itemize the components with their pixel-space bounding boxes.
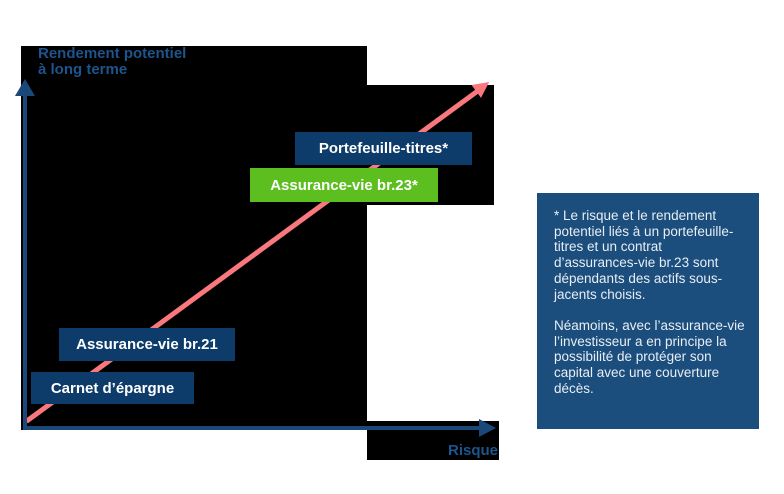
item-assurance-vie-br23: Assurance-vie br.23* [250, 168, 438, 202]
footnote-box: * Le risque et le rendement potentiel li… [537, 193, 759, 429]
footnote-paragraph-2: Néamoins, avec l’assurance-vie l’investi… [554, 317, 745, 396]
item-assurance-vie-br21: Assurance-vie br.21 [59, 328, 235, 361]
y-axis-arrowhead-icon [15, 79, 35, 96]
x-axis-label: Risque [447, 442, 498, 459]
footnote-paragraph-1: * Le risque et le rendement potentiel li… [554, 208, 734, 302]
x-axis-line [23, 426, 481, 430]
item-carnet-epargne: Carnet d’épargne [31, 372, 194, 404]
y-axis-label: Rendement potentiel à long terme [38, 45, 187, 78]
x-axis-arrowhead-icon [479, 419, 496, 437]
item-portefeuille-titres: Portefeuille-titres* [295, 132, 472, 165]
y-axis-line [23, 93, 27, 430]
chart-background-main [21, 46, 367, 430]
